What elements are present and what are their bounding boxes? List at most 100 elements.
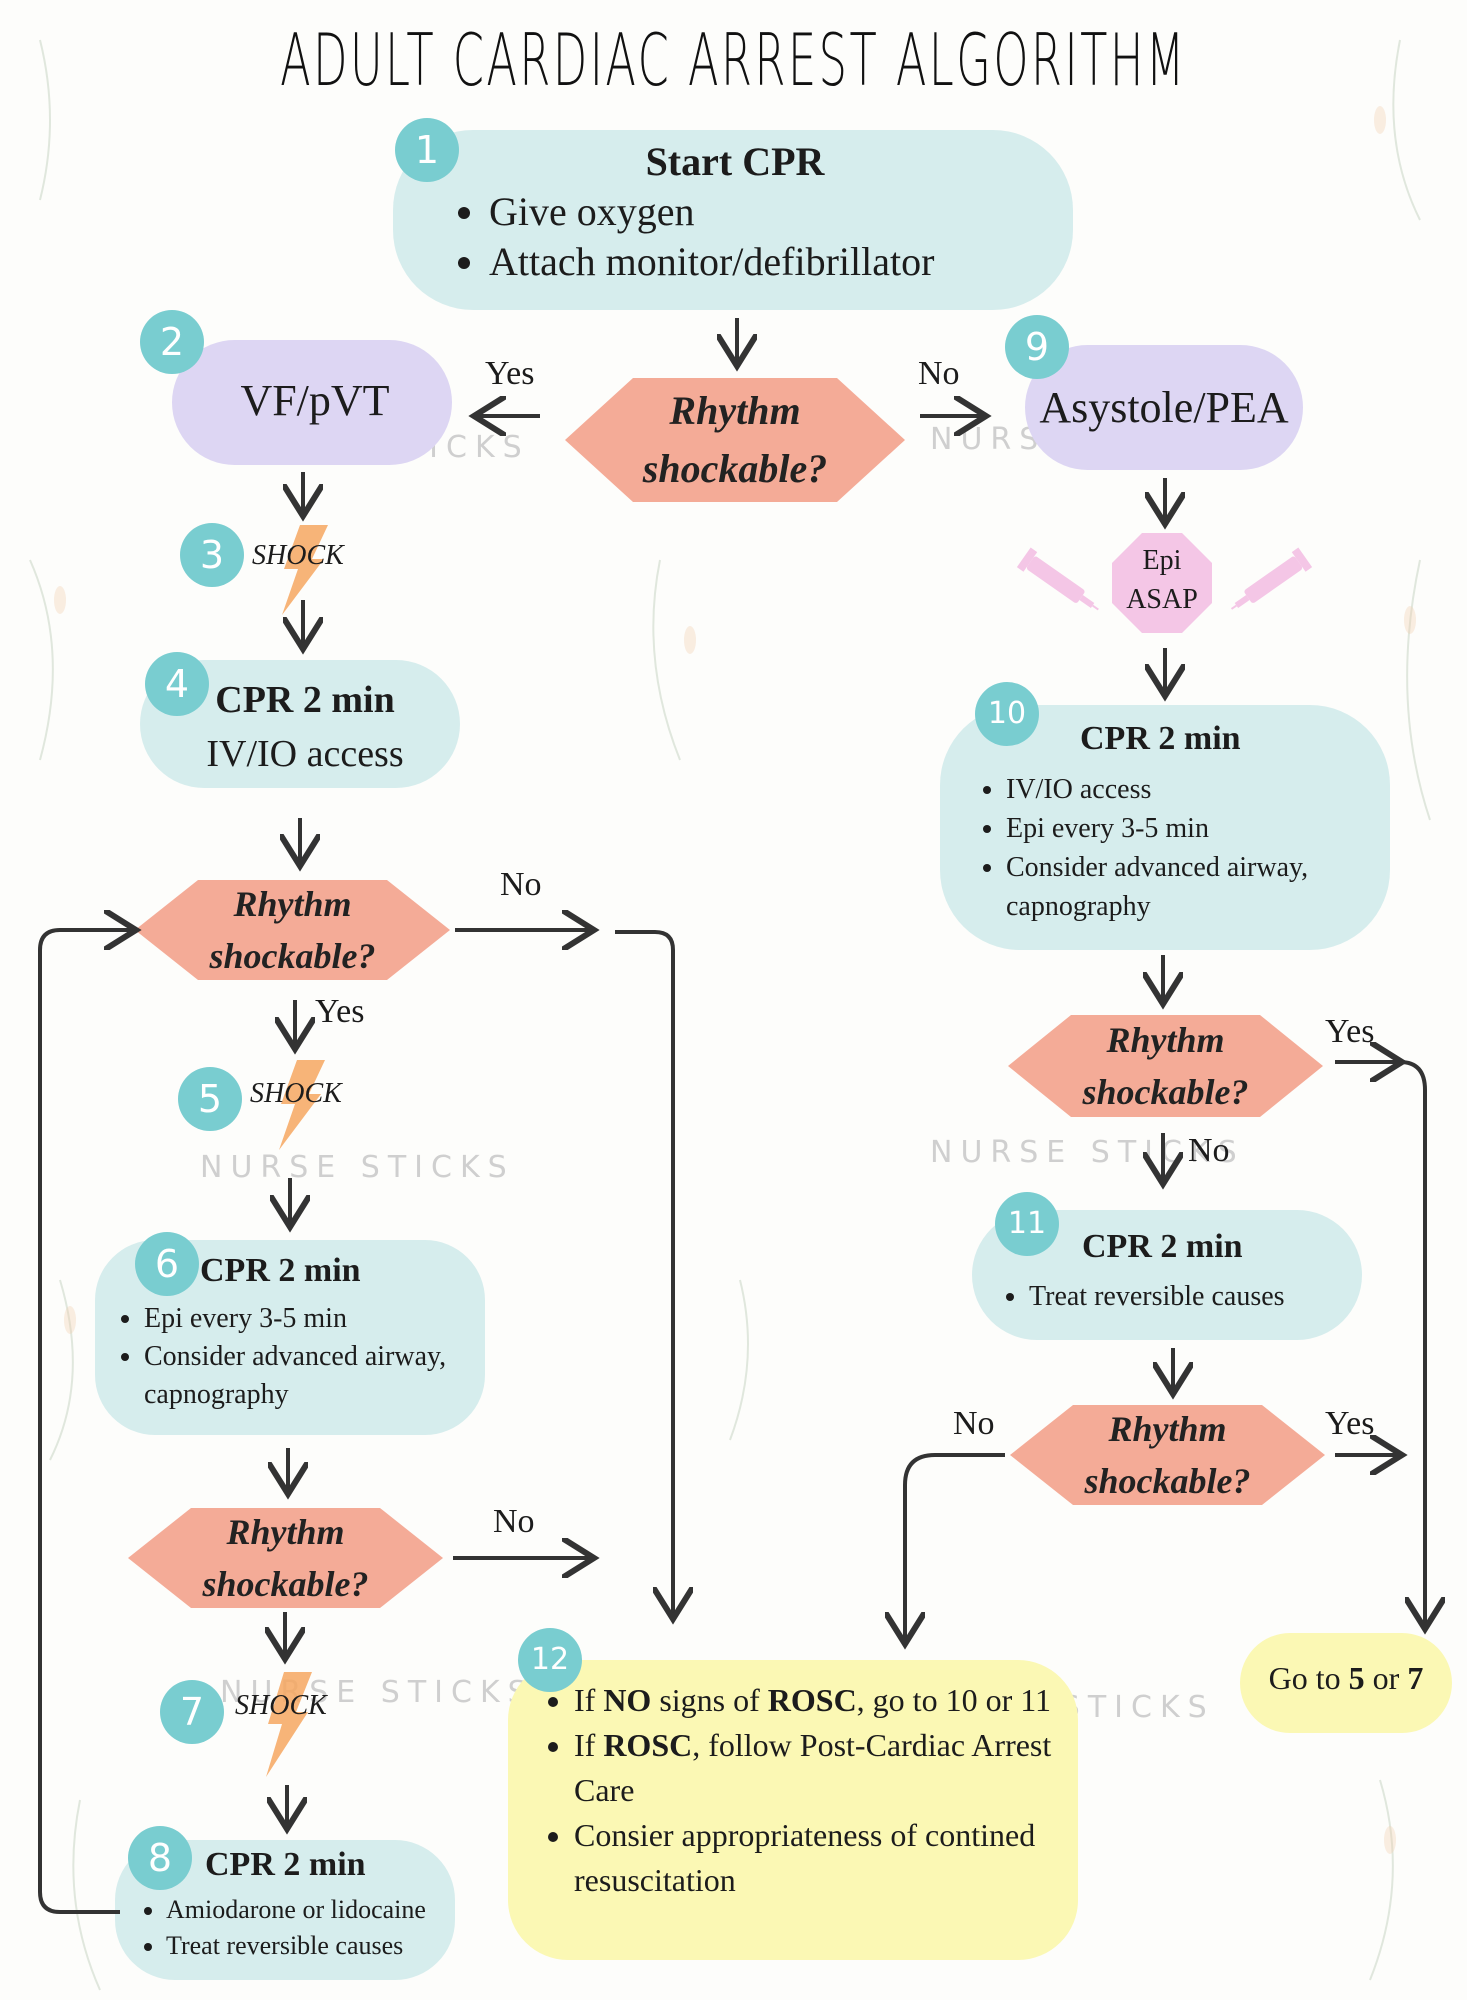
step-12-box [508, 1660, 1078, 1960]
step-6-item: Epi every 3-5 min [144, 1300, 524, 1338]
decision-line: shockable? [1082, 1072, 1249, 1112]
step-1-badge: 1 [395, 118, 459, 182]
text: signs of [651, 1682, 768, 1718]
decision-line: shockable? [202, 1564, 369, 1604]
step-6-list: Epi every 3-5 min Consider advanced airw… [110, 1300, 524, 1414]
decision-hexagon: Rhythm shockable? [1010, 1405, 1325, 1505]
no-label: No [493, 1503, 535, 1540]
epi-line1: Epi [1142, 545, 1182, 576]
text-bold: ROSC [603, 1727, 693, 1763]
step-6-item: Consider advanced airway, capnography [144, 1338, 524, 1414]
decision-hexagon: Rhythm shockable? [565, 378, 905, 502]
step-9-badge: 9 [1005, 315, 1069, 379]
step-12-item: Consier appropriateness of contined resu… [574, 1813, 1094, 1903]
step-11-list: Treat reversible causes [995, 1278, 1389, 1316]
lightning-bolt-icon [282, 525, 328, 615]
text: , follow Post-Cardiac Arrest Care [574, 1727, 1052, 1808]
step-1-list: Give oxygen Attach monitor/defibrillator [455, 187, 934, 287]
step-11-badge: 11 [995, 1192, 1059, 1256]
step-2-box [172, 340, 452, 465]
decision-line: Rhythm [1108, 1408, 1227, 1449]
yes-label: Yes [315, 993, 365, 1030]
decision-line: Rhythm [669, 388, 801, 433]
decision-hexagon: Rhythm shockable? [1008, 1015, 1323, 1117]
step-11-heading: CPR 2 min [1082, 1228, 1243, 1265]
step-2-label: VF/pVT [240, 376, 390, 425]
text: , go to 10 or 11 [856, 1682, 1052, 1718]
step-12-list: If NO signs of ROSC, go to 10 or 11 If R… [540, 1678, 1094, 1903]
step-1-heading: Start CPR [645, 139, 825, 184]
step-8-item: Amiodarone or lidocaine [166, 1892, 506, 1928]
hexagon-shape [135, 880, 450, 980]
lightning-bolt-icon [279, 1060, 325, 1150]
watermark: NURSE STICKS [220, 1675, 535, 1710]
step-12-item: If NO signs of ROSC, go to 10 or 11 [574, 1678, 1094, 1723]
goto-text: Go to 5 or 7 [1240, 1660, 1452, 1697]
text-bold: NO [603, 1682, 652, 1718]
hexagon-shape [128, 1508, 443, 1608]
epi-octagon [1112, 533, 1212, 633]
epi-line2: ASAP [1126, 584, 1198, 615]
step-6-heading: CPR 2 min [200, 1252, 361, 1289]
decision-line: Rhythm [233, 883, 352, 924]
step-4-badge: 4 [145, 652, 209, 716]
decision-line: Rhythm [1106, 1019, 1225, 1060]
step-4-line: IV/IO access [206, 733, 404, 775]
decision-line: Rhythm [226, 1511, 345, 1552]
syringe-icon [1230, 547, 1313, 610]
decision-line: shockable? [642, 446, 828, 491]
watermark: NURSE STICKS [930, 1135, 1245, 1170]
text-bold: ROSC [767, 1682, 857, 1718]
no-label: No [918, 355, 960, 392]
no-label: No [500, 866, 542, 903]
text-bold: 7 [1407, 1660, 1424, 1696]
step-7-badge: 7 [160, 1680, 224, 1744]
step-10-badge: 10 [975, 682, 1039, 746]
decision-hexagon: Rhythm shockable? [128, 1508, 443, 1608]
hexagon-shape [1010, 1405, 1325, 1505]
step-1-item: Attach monitor/defibrillator [489, 237, 934, 287]
decision-line: shockable? [209, 936, 376, 976]
step-6-badge: 6 [135, 1232, 199, 1296]
step-12-item: If ROSC, follow Post-Cardiac Arrest Care [574, 1723, 1094, 1813]
step-1-item: Give oxygen [489, 187, 934, 237]
step-5-badge: 5 [178, 1067, 242, 1131]
step-10-item: IV/IO access [1006, 770, 1406, 809]
hexagon-shape [565, 378, 905, 502]
step-9-label: Asystole/PEA [1039, 383, 1289, 432]
step-8-list: Amiodarone or lidocaine Treat reversible… [132, 1892, 506, 1964]
syringe-icon [1016, 547, 1099, 611]
step-11-item: Treat reversible causes [1029, 1278, 1389, 1316]
text: Consier appropriateness of contined resu… [574, 1817, 1036, 1898]
text: Go to [1268, 1660, 1349, 1696]
step-8-item: Treat reversible causes [166, 1928, 506, 1964]
page-title: Adult cardiac arrest algorithm [280, 18, 1187, 102]
step-5-label: SHOCK [250, 1078, 342, 1109]
text: If [574, 1682, 604, 1718]
step-3-badge: 3 [180, 523, 244, 587]
text-bold: 5 [1348, 1660, 1365, 1696]
step-10-list: IV/IO access Epi every 3-5 min Consider … [972, 770, 1406, 926]
step-10-item: Epi every 3-5 min [1006, 809, 1406, 848]
step-3-label: SHOCK [252, 540, 344, 571]
text: or [1364, 1660, 1408, 1696]
hexagon-shape [1008, 1015, 1323, 1117]
no-label: No [1188, 1132, 1230, 1169]
step-8-heading: CPR 2 min [205, 1846, 366, 1883]
step-1-box [393, 130, 1073, 310]
step-7-label: SHOCK [235, 1690, 327, 1721]
step-10-item: Consider advanced airway, capnography [1006, 848, 1406, 926]
step-2-badge: 2 [140, 310, 204, 374]
goto-box [1240, 1633, 1452, 1733]
step-10-heading: CPR 2 min [1080, 720, 1241, 757]
yes-label: Yes [1325, 1405, 1375, 1442]
step-9-box [1025, 345, 1303, 470]
step-8-badge: 8 [128, 1826, 192, 1890]
lightning-bolt-icon [266, 1672, 312, 1777]
decision-line: shockable? [1084, 1461, 1251, 1501]
yes-label: Yes [485, 355, 535, 392]
yes-label: Yes [1325, 1013, 1375, 1050]
step-4-heading: CPR 2 min [215, 679, 395, 721]
no-label: No [953, 1405, 995, 1442]
